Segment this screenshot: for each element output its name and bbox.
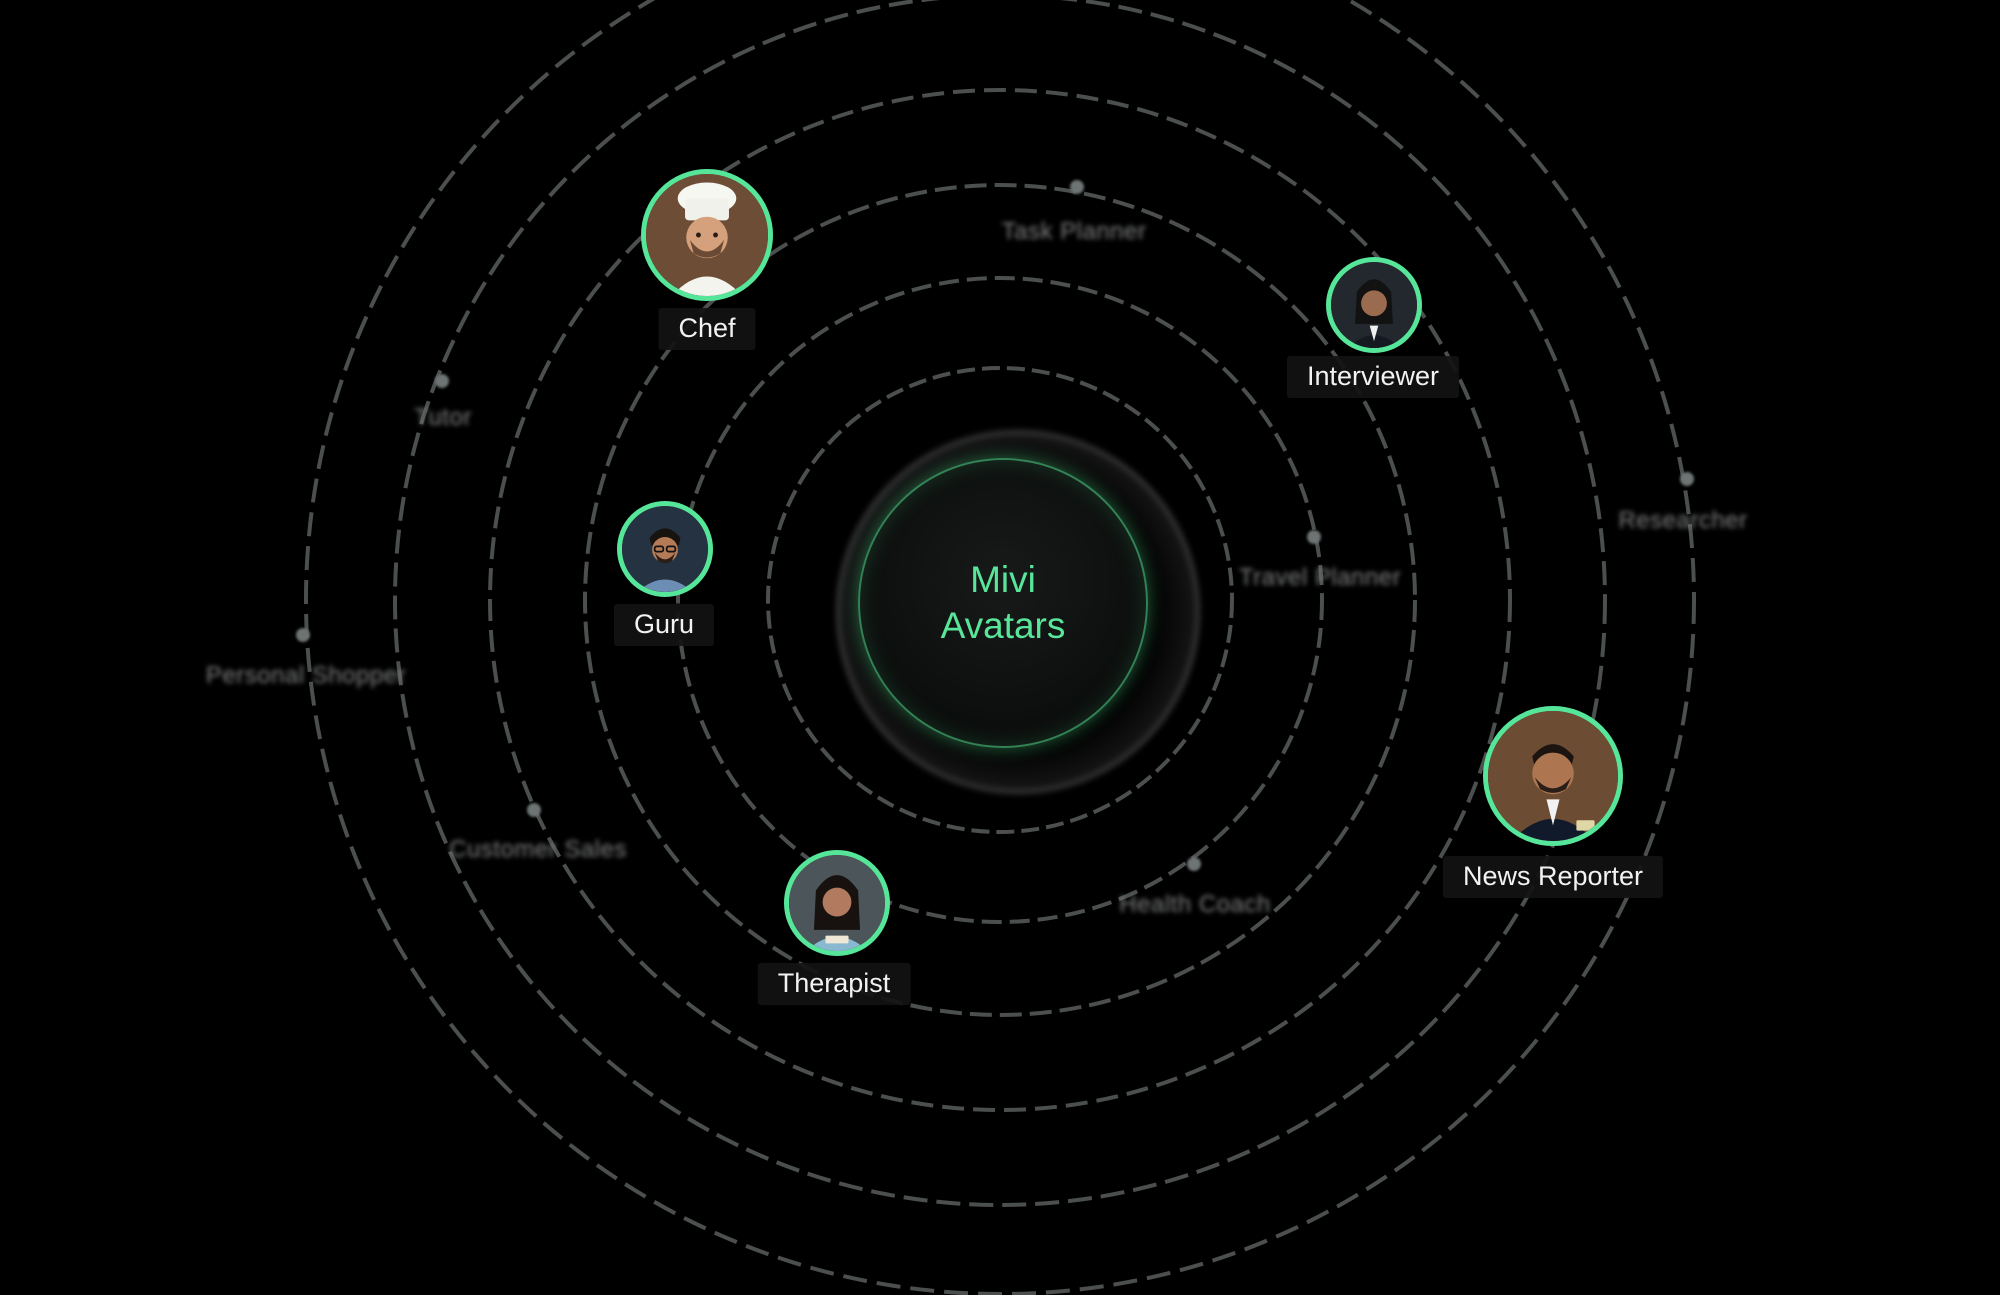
travel-planner-dot: [1307, 530, 1321, 544]
avatar-label-interviewer: Interviewer: [1286, 356, 1460, 398]
blurred-label-customer-sales: Customer Sales: [449, 836, 627, 863]
chef-portrait-icon: [646, 174, 768, 296]
guru-avatar[interactable]: [617, 501, 713, 597]
avatar-label-guru: Guru: [613, 604, 715, 646]
personal-shopper-dot: [296, 628, 310, 642]
tutor-dot: [435, 374, 449, 388]
news-reporter-portrait-icon: [1488, 711, 1618, 841]
orbit-ring-6: [304, 0, 1696, 1295]
center-title: Mivi Avatars: [940, 558, 1066, 646]
therapist-portrait-icon: [789, 855, 885, 951]
task-planner-dot: [1070, 180, 1084, 194]
orbit-ring-3: [583, 183, 1417, 1017]
interviewer-portrait-icon: [1331, 262, 1417, 348]
center-core: Mivi Avatars: [858, 458, 1148, 748]
blurred-label-tutor: Tutor: [414, 404, 472, 431]
avatar-label-news-reporter: News Reporter: [1442, 856, 1664, 898]
orbit-ring-1: [766, 366, 1234, 834]
orbit-ring-4: [488, 88, 1512, 1112]
orbit-ring-2: [676, 276, 1324, 924]
blurred-label-personal-shopper: Personal Shopper: [205, 662, 407, 689]
blurred-label-health-coach: Health Coach: [1119, 891, 1271, 918]
news-reporter-avatar[interactable]: [1483, 706, 1623, 846]
blurred-label-travel-planner: Travel Planner: [1238, 564, 1402, 591]
orbit-ring-5: [393, 0, 1607, 1207]
customer-sales-dot: [527, 803, 541, 817]
researcher-dot: [1680, 472, 1694, 486]
blurred-label-researcher: Researcher: [1618, 507, 1748, 534]
avatar-label-chef: Chef: [658, 308, 756, 350]
interviewer-avatar[interactable]: [1326, 257, 1422, 353]
avatar-label-therapist: Therapist: [757, 963, 911, 1005]
therapist-avatar[interactable]: [784, 850, 890, 956]
health-coach-dot: [1187, 857, 1201, 871]
chef-avatar[interactable]: [641, 169, 773, 301]
guru-portrait-icon: [622, 506, 708, 592]
blurred-label-task-planner: Task Planner: [1001, 218, 1147, 245]
